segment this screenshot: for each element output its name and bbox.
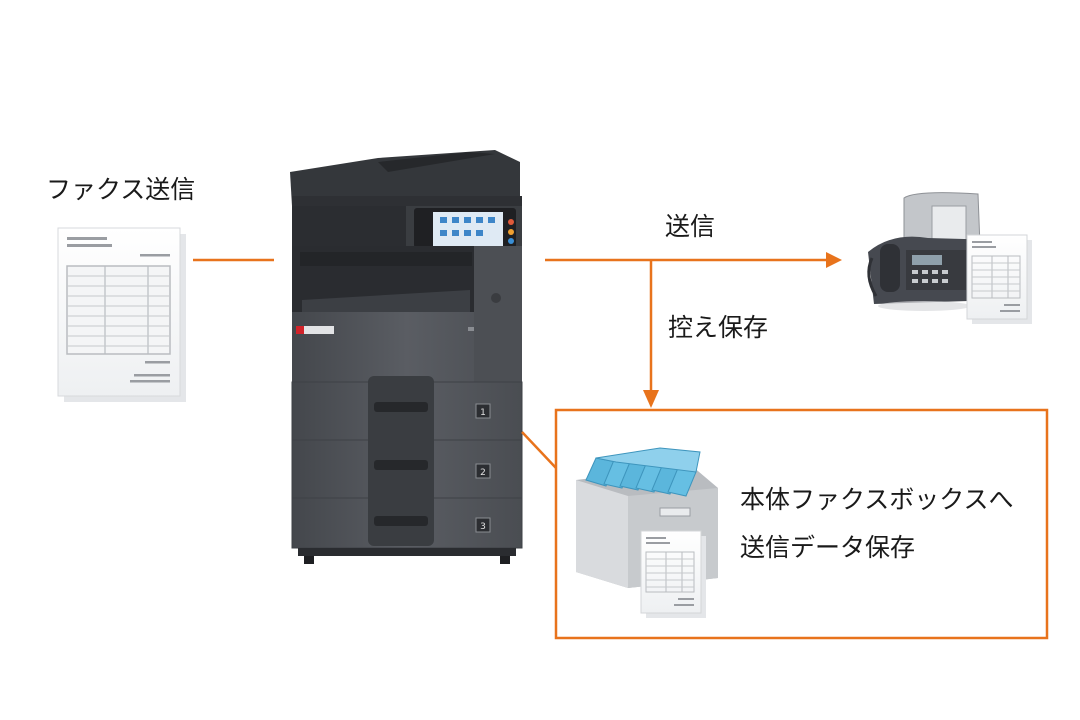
fax-output-document-icon: [966, 234, 1032, 324]
connector-arrows: [193, 258, 826, 469]
send-label: 送信: [665, 212, 716, 241]
binders-icon: [585, 447, 701, 497]
tray-number-1: 1: [480, 408, 486, 418]
document-box-icon: [576, 447, 718, 618]
save-copy-label: 控え保存: [668, 313, 769, 342]
tray-number-2: 2: [480, 468, 486, 478]
fax-box-frame: [554, 408, 1049, 640]
document-icon: [57, 227, 186, 402]
fax-send-label: ファクス送信: [46, 175, 196, 204]
fax-box-label-line2: 送信データ保存: [740, 533, 916, 562]
arrow-head-down: [643, 390, 659, 408]
fax-box-label-line1: 本体ファクスボックスへ: [740, 485, 1014, 514]
multifunction-printer-icon: 1 2 3: [290, 150, 523, 564]
arrow-head-right: [826, 252, 842, 268]
tray-number-3: 3: [480, 522, 486, 532]
